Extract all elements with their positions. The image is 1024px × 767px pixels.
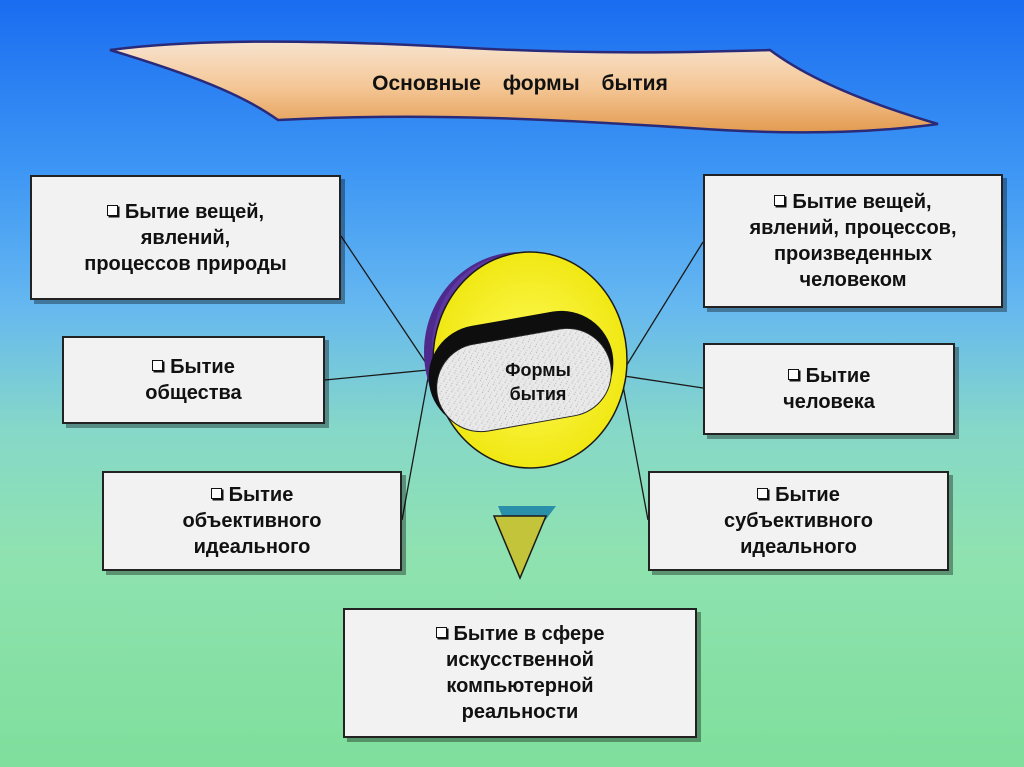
box-things-human-made: Бытие вещей, явлений, процессов, произве… [703,174,1003,308]
box-subjective-ideal-text: Бытие субъективного идеального [724,484,873,558]
box-things-human-made-text: Бытие вещей, явлений, процессов, произве… [749,191,956,291]
box-computer-reality-text: Бытие в сфере искусственной компьютерной… [446,623,604,723]
box-human: Бытие человека [703,343,955,435]
line-mid-left [325,370,428,380]
line-low-left [402,378,428,520]
checkbox-bullet-icon [436,627,447,638]
line-top-left [341,236,432,372]
checkbox-bullet-icon [107,205,118,216]
page-title: Основные формы бытия [300,72,740,96]
line-top-right [620,242,703,376]
checkbox-bullet-icon [788,369,799,380]
box-things-nature: Бытие вещей, явлений, процессов природы [30,175,341,300]
checkbox-bullet-icon [152,360,163,371]
checkbox-bullet-icon [774,195,785,206]
checkbox-bullet-icon [757,488,768,499]
center-label: Формы бытия [478,358,598,406]
box-objective-ideal: Бытие объективного идеального [102,471,402,571]
box-objective-ideal-text: Бытие объективного идеального [183,484,322,558]
box-subjective-ideal: Бытие субъективного идеального [648,471,949,571]
line-low-right [622,380,648,520]
line-mid-right [624,376,703,388]
box-computer-reality: Бытие в сфере искусственной компьютерной… [343,608,697,738]
box-society: Бытие общества [62,336,325,424]
checkbox-bullet-icon [211,488,222,499]
down-triangle-icon [494,506,556,578]
